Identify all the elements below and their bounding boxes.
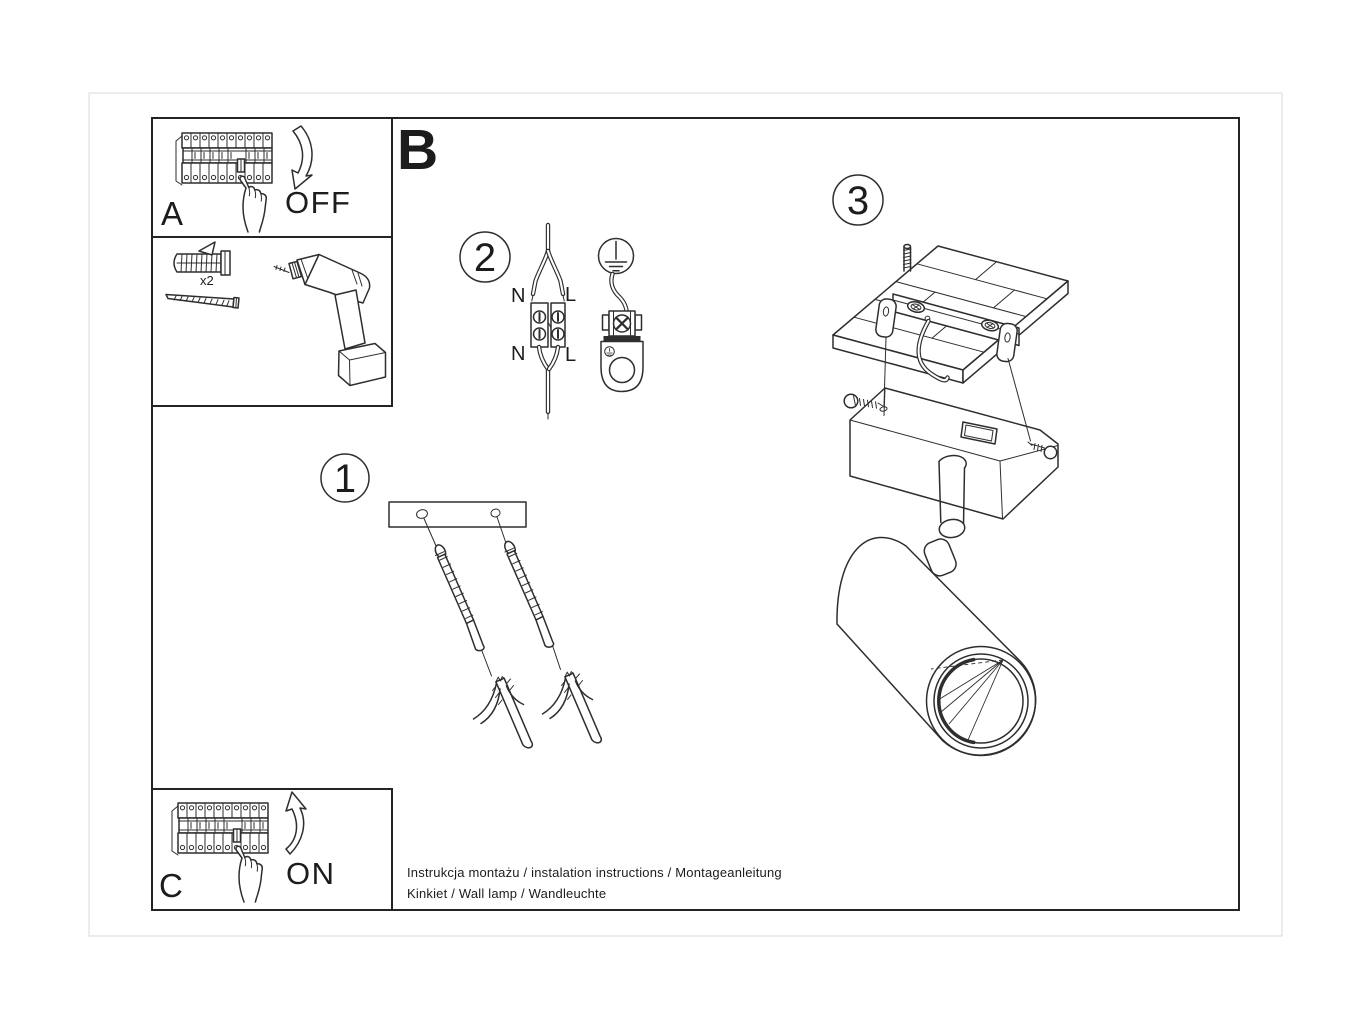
step3-number: 3 <box>846 179 870 223</box>
photo-frame <box>88 92 1283 937</box>
section-a-label: A <box>161 195 184 232</box>
on-label: ON <box>286 856 336 891</box>
wire-l-bottom-label: L <box>565 344 577 366</box>
canopy-side-screw-left <box>843 393 885 409</box>
drill-icon <box>273 253 387 387</box>
step2-circle <box>459 231 511 283</box>
alignment-guides <box>879 337 1031 442</box>
swivel-stem <box>923 454 967 577</box>
step3-illustration <box>832 174 1069 757</box>
step2-number: 2 <box>473 236 497 280</box>
footer-line-1: Instrukcja montażu / instalation instruc… <box>407 865 782 880</box>
supply-wires <box>530 222 566 302</box>
section-b-label: B <box>397 118 438 182</box>
step1-illustration <box>320 453 603 749</box>
power-cable <box>916 315 950 383</box>
section-c-illustration <box>171 791 307 903</box>
step2-illustration <box>459 222 644 420</box>
footer-line-2: Kinkiet / Wall lamp / Wandleuchte <box>407 886 607 901</box>
screw-icon <box>165 293 240 309</box>
spotlight-head <box>836 536 1037 757</box>
anchor-quantity-label: x2 <box>200 273 214 288</box>
ceiling-screw-icon <box>903 243 912 272</box>
lamp-wires <box>536 344 561 420</box>
lamp-canopy <box>849 387 1059 520</box>
off-label: OFF <box>285 185 352 220</box>
mounting-plate <box>388 501 527 528</box>
section-c-label: C <box>159 867 183 904</box>
swivel-joint <box>923 538 957 577</box>
step1-circle <box>320 453 370 503</box>
ground-terminal <box>600 310 644 393</box>
wire-l-top-label: L <box>565 284 577 306</box>
arrow-down-icon <box>291 125 313 190</box>
canopy-side-screw-right <box>1027 441 1058 460</box>
tools-illustration <box>165 241 387 387</box>
sheet-borders <box>151 117 1240 911</box>
step1-number: 1 <box>333 457 357 501</box>
mounting-strip <box>875 293 1020 363</box>
earth-symbol-icon <box>597 237 635 275</box>
wire-n-top-label: N <box>511 285 526 307</box>
earth-wire <box>609 271 629 313</box>
step3-circle <box>832 174 884 226</box>
section-a-illustration <box>175 125 313 233</box>
wire-n-bottom-label: N <box>511 343 526 365</box>
arrow-up-icon <box>285 791 307 855</box>
wall-plug-icon <box>173 241 231 276</box>
terminal-block <box>530 302 566 348</box>
